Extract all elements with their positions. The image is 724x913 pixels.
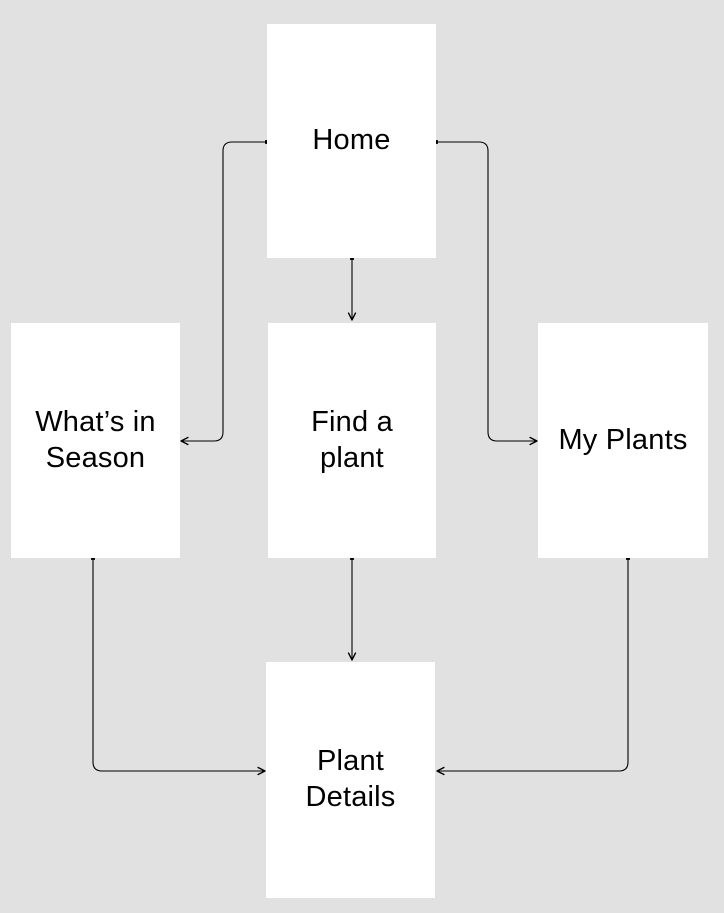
flow-node-my-plants: My Plants: [538, 323, 708, 558]
edge-home-to-my-plants: [434, 140, 538, 446]
flow-node-find-a-plant-label: Find a plant: [311, 405, 393, 474]
edge-home-to-whats-in-season: [180, 140, 269, 446]
flow-node-find-a-plant: Find a plant: [268, 323, 436, 558]
flow-node-my-plants-label: My Plants: [558, 423, 688, 456]
flow-node-whats-in-season: What’s in Season: [11, 323, 180, 558]
flow-node-home: Home: [267, 24, 436, 258]
flow-node-whats-in-season-label: What’s in Season: [35, 405, 156, 474]
edge-whats-in-season-to-plant-details: [91, 556, 266, 776]
flow-node-plant-details: Plant Details: [266, 662, 435, 898]
edge-my-plants-to-plant-details: [436, 556, 630, 776]
flow-node-home-label: Home: [312, 124, 391, 157]
flow-node-plant-details-label: Plant Details: [305, 745, 396, 813]
